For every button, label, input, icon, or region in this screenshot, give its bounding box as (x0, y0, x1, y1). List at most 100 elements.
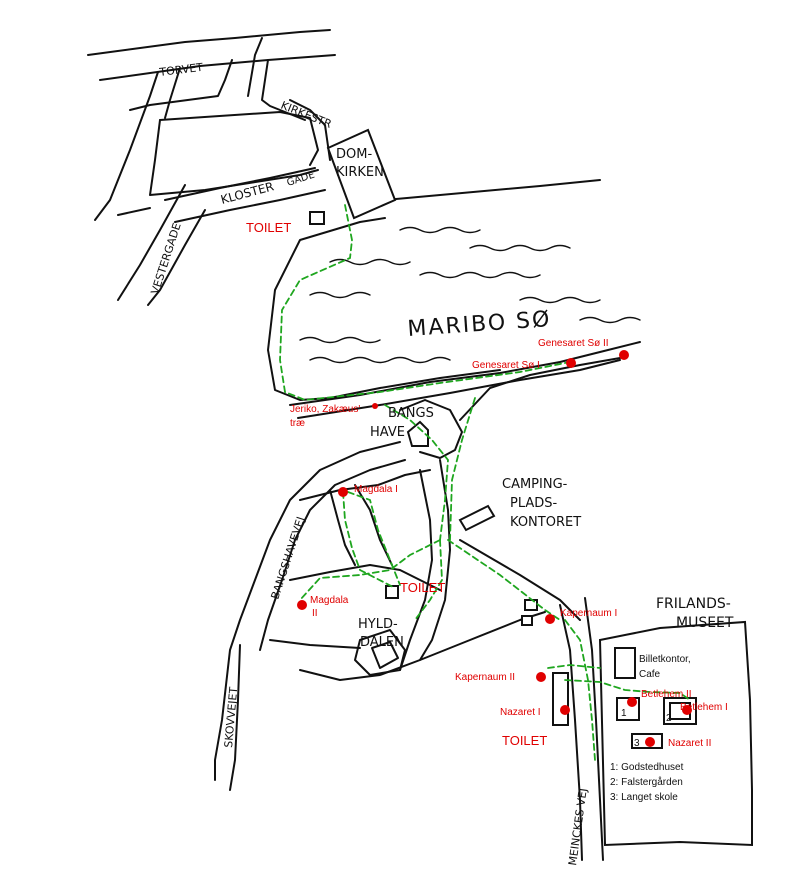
place-domkirken-line2: KIRKEN (336, 165, 384, 180)
hylddalen-inner-ring (371, 641, 399, 669)
marker-label-jeriko-line1[interactable]: Jeriko, Zakæus' (290, 404, 360, 415)
marker-dot-betlehem-ii[interactable] (627, 697, 637, 707)
marker-label-nazaret-ii[interactable]: Nazaret II (668, 738, 711, 749)
place-bangs-have-line2: HAVE (370, 425, 405, 440)
marker-label-betlehem-i[interactable]: Betlehem I (680, 702, 728, 713)
route-magdala-ii (299, 539, 441, 601)
street-label-torvet: TORVET (158, 61, 204, 79)
marker-label-kapernaum-ii[interactable]: Kapernaum II (455, 672, 515, 683)
marker-label-genesaret-so-i[interactable]: Genesaret Sø I (472, 360, 540, 371)
marker-dots (297, 350, 692, 747)
museum-legend-item-3: 3: Langet skole (610, 792, 678, 803)
wave (519, 296, 601, 304)
place-domkirken-line1: DOM- (336, 147, 372, 162)
route-meinckes (564, 619, 596, 761)
lake-shore-north (384, 179, 601, 201)
marker-label-kapernaum-i[interactable]: Kapernaum I (560, 608, 617, 619)
marker-label-magdala-ii-line1[interactable]: Magdala (310, 595, 349, 606)
marker-dot-kapernaum-i[interactable] (545, 614, 555, 624)
road-bangshavevej-inner (259, 459, 406, 651)
road-to-kapernaum (459, 539, 581, 621)
road-vestergade-west (117, 184, 186, 301)
street-label-bangshavevej: BANGSHAVEVEJ (268, 515, 307, 601)
place-hylddalen-line2: DALEN (360, 635, 404, 650)
place-bangs-have-line1: BANGS (388, 406, 434, 421)
road-west-vertical-b (164, 67, 181, 119)
road-bangs-loop (399, 399, 463, 459)
museum-boundary (598, 620, 753, 847)
road-torvet-loop (129, 59, 233, 111)
place-frilandsmuseet-line2: MUSEET (676, 615, 734, 631)
domkirken-building (326, 128, 397, 220)
road-meinckes-east (584, 597, 604, 861)
wave (469, 244, 571, 252)
road-central-west (399, 469, 433, 671)
marker-dot-nazaret-i[interactable] (560, 705, 570, 715)
kapernaum-building-a (524, 599, 538, 611)
hylddalen-ring (354, 629, 406, 676)
toilet-label-1[interactable]: TOILET (246, 220, 291, 235)
toilet-1-building (309, 211, 325, 225)
place-camping-line3: KONTORET (510, 515, 581, 530)
road-kloster-north (164, 167, 316, 201)
toilet-label-2[interactable]: TOILET (400, 580, 445, 595)
buildings (309, 128, 569, 726)
route-bangs-have (384, 404, 449, 541)
museum-billetkontor-line1: Billetkontor, (639, 654, 691, 665)
road-torvet-connector (247, 37, 263, 97)
place-camping-line2: PLADS- (510, 496, 558, 511)
marker-label-jeriko-line2[interactable]: træ (290, 418, 305, 429)
wave (399, 226, 481, 234)
marker-dot-betlehem-i[interactable] (682, 705, 692, 715)
marker-dot-magdala-ii[interactable] (297, 600, 307, 610)
place-camping-line1: CAMPING- (502, 477, 568, 492)
route-lake (279, 204, 571, 401)
marker-label-magdala-ii-line2[interactable]: II (312, 608, 318, 619)
route-kapernaum (447, 539, 561, 621)
marker-dot-jeriko[interactable] (372, 403, 378, 409)
route-kapernaum-ii (547, 664, 601, 669)
route-toilet (414, 539, 443, 621)
marker-dot-nazaret-ii[interactable] (645, 737, 655, 747)
road-inner-mid (289, 564, 441, 591)
street-label-kirkestr: KIRKESTR (279, 99, 334, 131)
lake-shore-west (267, 217, 501, 401)
road-kirkestr-b (289, 99, 331, 161)
street-label-meinckes-vej: MEINCKES VEJ (566, 787, 590, 866)
road-torvet-north-edge (87, 29, 331, 56)
campingplads-building (458, 504, 496, 532)
road-west-vertical-a (94, 71, 159, 221)
roads (87, 29, 641, 861)
road-to-east (459, 357, 621, 421)
toilet-2-building (385, 585, 399, 599)
road-torvet-south-edge (99, 54, 336, 81)
road-skovvejet (229, 644, 241, 791)
marker-label-nazaret-i[interactable]: Nazaret I (500, 707, 541, 718)
road-block-loop (149, 119, 319, 196)
marker-dot-magdala-i[interactable] (338, 487, 348, 497)
museum-legend-item-1: 1: Godstedhuset (610, 762, 684, 773)
lake-waves (299, 226, 641, 364)
place-frilandsmuseet-line1: FRILANDS- (656, 596, 731, 612)
museum-building-number-3: 3 (634, 738, 640, 749)
place-maribo-so: MARIBO SØ (407, 307, 553, 342)
marker-label-genesaret-so-ii[interactable]: Genesaret Sø II (538, 338, 609, 349)
wave (309, 356, 451, 364)
walking-route (279, 204, 691, 761)
bangs-have-building (406, 420, 429, 447)
marker-dot-kapernaum-ii[interactable] (536, 672, 546, 682)
road-lakeside-south (297, 359, 621, 419)
road-inner-north (299, 469, 431, 501)
marker-label-betlehem-ii[interactable]: Betlehem II (641, 689, 692, 700)
street-label-skovvejet: SKOVVEJET (222, 686, 240, 748)
wave (579, 316, 641, 324)
toilet-label-3[interactable]: TOILET (502, 733, 547, 748)
road-vestergade-stub (117, 207, 151, 216)
route-magdala-i-west (342, 491, 396, 589)
marker-dot-genesaret-so-ii[interactable] (619, 350, 629, 360)
marker-label-magdala-i[interactable]: Magdala I (354, 484, 398, 495)
marker-dot-genesaret-so-i[interactable] (566, 358, 576, 368)
billetkontor-building (614, 647, 636, 679)
wave (419, 271, 541, 279)
